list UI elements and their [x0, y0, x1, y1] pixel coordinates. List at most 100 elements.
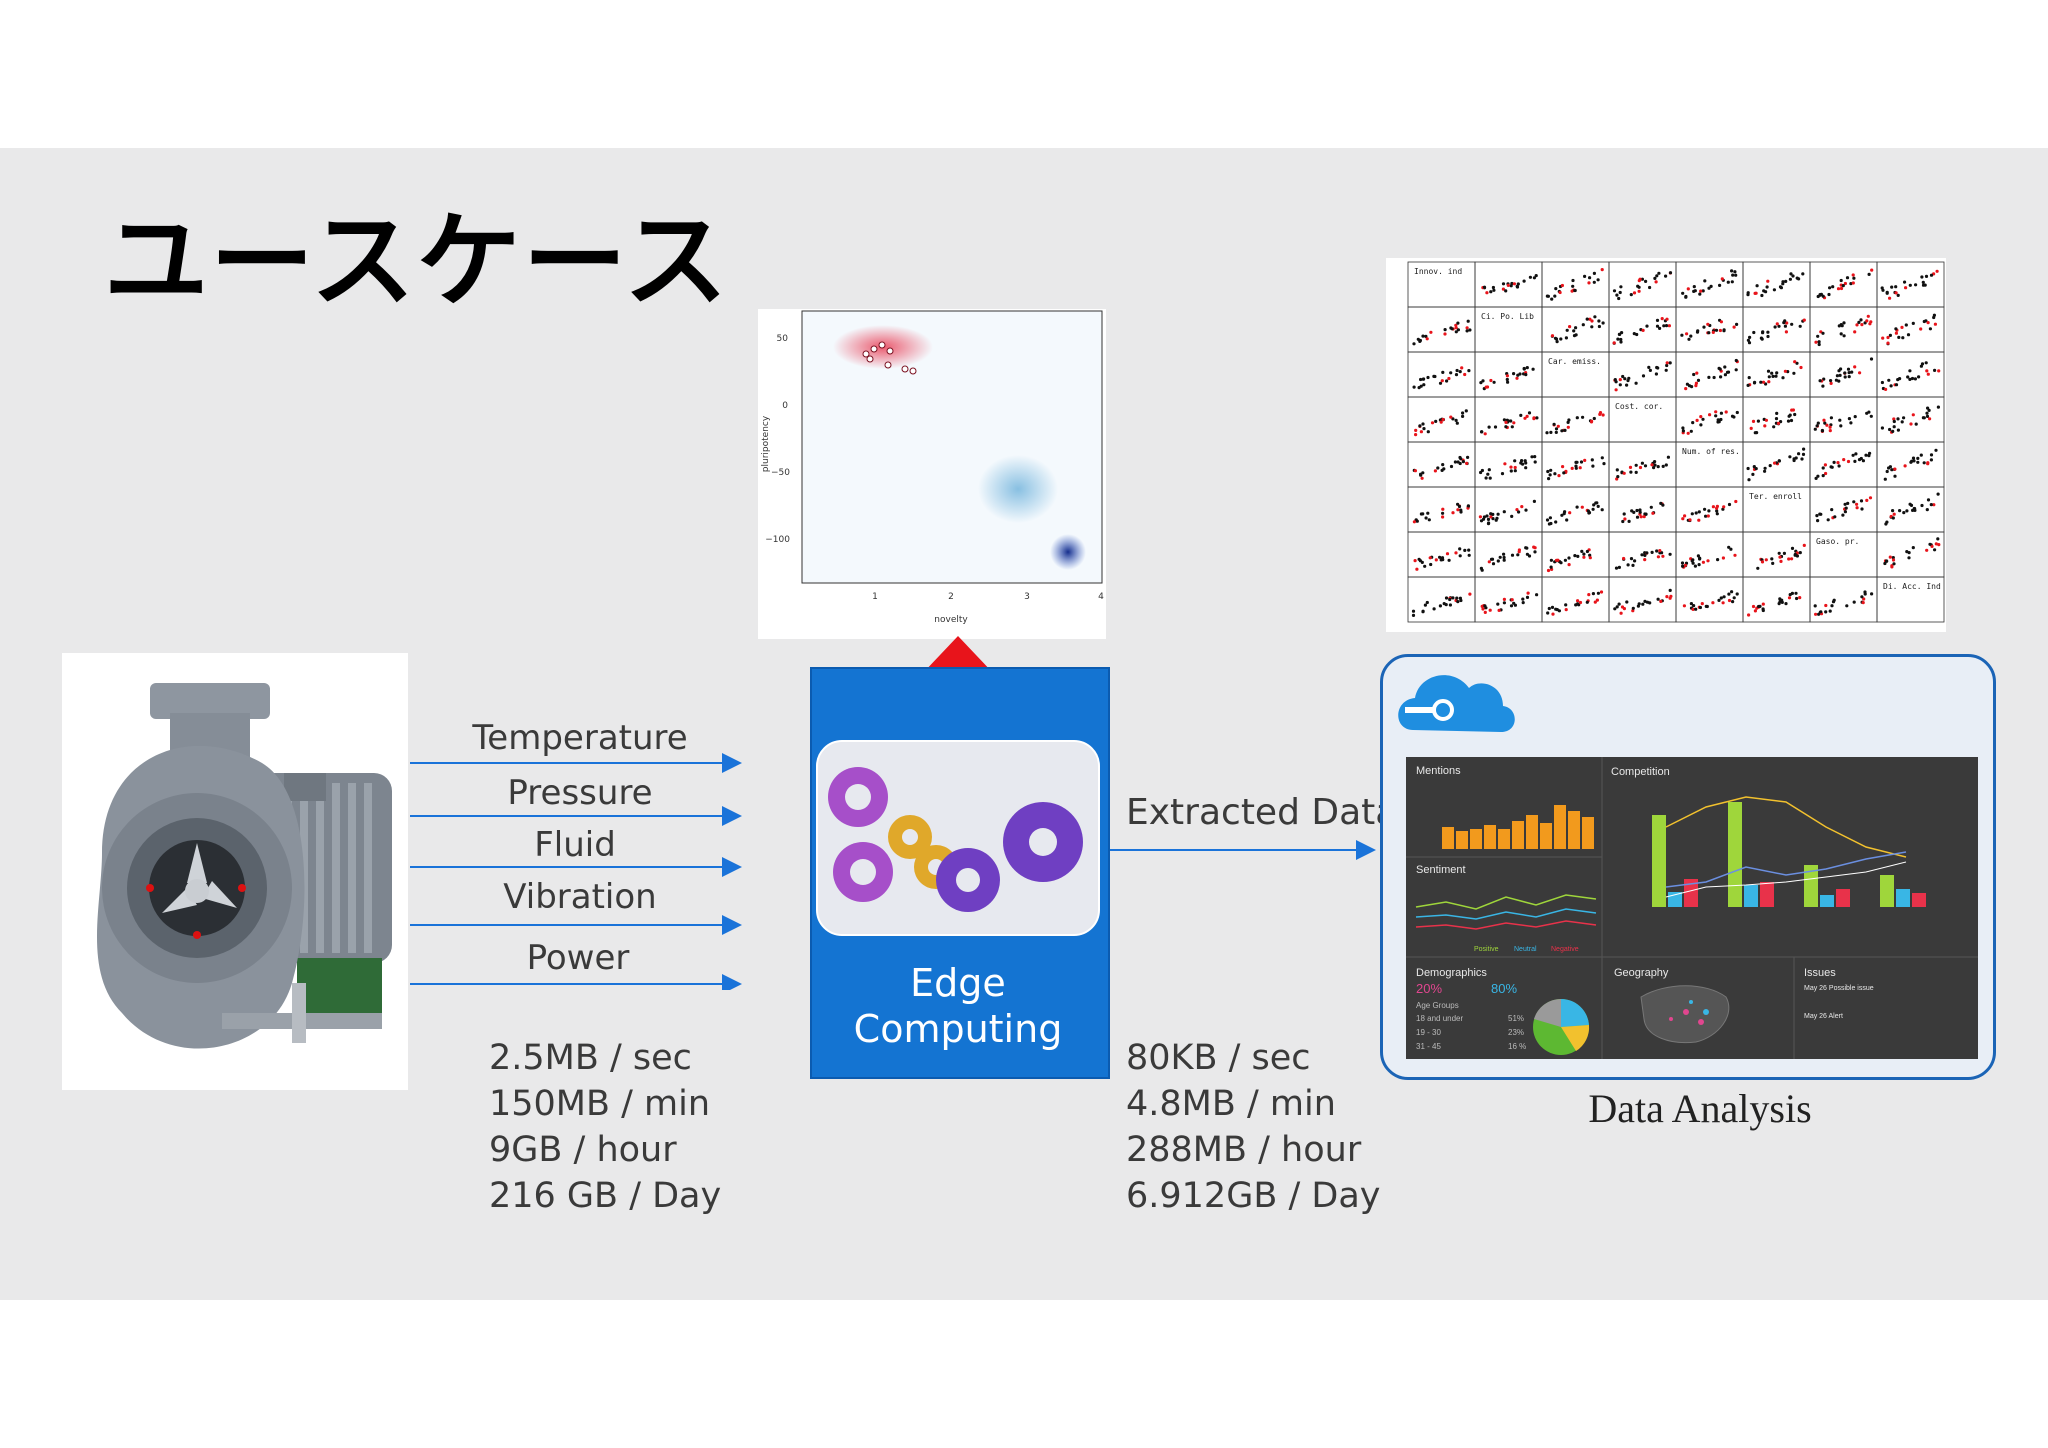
- edge-computing-label: Edge Computing: [810, 960, 1106, 1052]
- matrix-point: [1555, 340, 1559, 344]
- matrix-diagonal-label: Gaso. pr.: [1816, 537, 1859, 546]
- matrix-point: [1761, 602, 1765, 606]
- matrix-point: [1847, 371, 1851, 375]
- matrix-point: [1556, 424, 1560, 428]
- matrix-point: [1926, 461, 1930, 465]
- matrix-point: [1718, 367, 1722, 371]
- matrix-point: [1580, 505, 1584, 509]
- matrix-point: [1883, 561, 1887, 566]
- matrix-point: [1908, 369, 1912, 373]
- matrix-point: [1706, 322, 1710, 326]
- matrix-point: [1502, 597, 1506, 601]
- matrix-point: [1488, 608, 1492, 612]
- matrix-point: [1651, 511, 1655, 515]
- matrix-point: [1447, 558, 1451, 562]
- matrix-point: [1894, 285, 1898, 289]
- matrix-point: [1758, 604, 1762, 608]
- matrix-point: [1515, 508, 1519, 512]
- matrix-point: [1656, 465, 1660, 469]
- matrix-point: [1509, 419, 1513, 423]
- matrix-point: [1892, 562, 1896, 566]
- dash-competition-title: Competition: [1611, 766, 1670, 778]
- matrix-point: [1859, 499, 1864, 503]
- matrix-point: [1813, 604, 1817, 608]
- age-group-pct: 23%: [1508, 1028, 1525, 1037]
- matrix-point: [1457, 504, 1462, 509]
- matrix-point: [1510, 425, 1514, 429]
- matrix-point: [1727, 598, 1732, 603]
- matrix-point: [1816, 519, 1820, 523]
- matrix-point: [1412, 342, 1416, 346]
- matrix-cell: [1541, 396, 1610, 443]
- age-groups-title: Age Groups: [1416, 1001, 1459, 1010]
- matrix-point: [1580, 549, 1584, 553]
- matrix-point: [1697, 510, 1701, 514]
- matrix-point: [1466, 455, 1470, 459]
- matrix-point: [1904, 286, 1908, 290]
- matrix-point: [1512, 282, 1516, 286]
- matrix-cell: [1675, 261, 1744, 308]
- matrix-point: [1855, 323, 1859, 327]
- gears-card: [816, 740, 1100, 936]
- matrix-point: [1587, 593, 1591, 597]
- matrix-point: [1826, 518, 1830, 522]
- matrix-point: [1428, 556, 1432, 560]
- matrix-point: [1434, 419, 1438, 423]
- matrix-point: [1490, 557, 1495, 561]
- matrix-point: [1913, 377, 1917, 381]
- matrix-point: [1766, 334, 1770, 339]
- matrix-point: [1444, 596, 1449, 600]
- matrix-point: [1656, 366, 1660, 370]
- matrix-point: [1650, 550, 1654, 554]
- matrix-point: [1880, 380, 1884, 385]
- matrix-point: [1922, 319, 1926, 324]
- matrix-point: [1648, 601, 1652, 605]
- matrix-point: [1506, 283, 1510, 287]
- matrix-point: [1851, 453, 1855, 457]
- matrix-point: [1925, 508, 1929, 512]
- matrix-point: [1572, 329, 1576, 333]
- matrix-point: [1509, 465, 1513, 469]
- matrix-point: [1927, 408, 1931, 412]
- matrix-point: [1630, 509, 1634, 513]
- matrix-point: [1596, 278, 1600, 282]
- matrix-point: [1723, 373, 1727, 377]
- matrix-point: [1727, 545, 1731, 549]
- matrix-point: [1463, 372, 1467, 377]
- matrix-point: [1564, 603, 1568, 607]
- matrix-point: [1734, 368, 1738, 372]
- matrix-point: [1533, 460, 1537, 464]
- matrix-cell: [1809, 441, 1878, 488]
- matrix-point: [1441, 370, 1445, 374]
- matrix-point: [1718, 283, 1722, 287]
- matrix-point: [1782, 321, 1786, 325]
- matrix-point: [1585, 549, 1589, 554]
- xtick-label: 2: [948, 592, 954, 602]
- matrix-point: [1456, 328, 1460, 332]
- matrix-point: [1864, 453, 1868, 457]
- matrix-point: [1835, 374, 1839, 378]
- matrix-point: [1894, 331, 1898, 335]
- matrix-point: [1760, 337, 1764, 341]
- matrix-point: [1534, 274, 1538, 278]
- matrix-point: [1764, 418, 1768, 422]
- matrix-point: [1441, 417, 1445, 422]
- matrix-point: [1576, 599, 1580, 603]
- matrix-point: [1562, 512, 1566, 516]
- matrix-point: [1841, 284, 1845, 288]
- matrix-point: [1778, 555, 1782, 559]
- matrix-point: [1730, 269, 1734, 273]
- matrix-point: [1492, 288, 1496, 292]
- matrix-point: [1907, 556, 1911, 560]
- matrix-point: [1526, 591, 1530, 595]
- matrix-point: [1418, 338, 1422, 343]
- matrix-diagonal-label: Innov. ind: [1414, 267, 1462, 276]
- matrix-point: [1654, 280, 1658, 284]
- matrix-point: [1668, 271, 1673, 275]
- matrix-point: [1506, 380, 1510, 384]
- matrix-point: [1687, 384, 1692, 388]
- matrix-point: [1429, 330, 1433, 334]
- matrix-point: [1707, 375, 1711, 379]
- matrix-point: [1911, 413, 1915, 417]
- matrix-point: [1766, 369, 1771, 373]
